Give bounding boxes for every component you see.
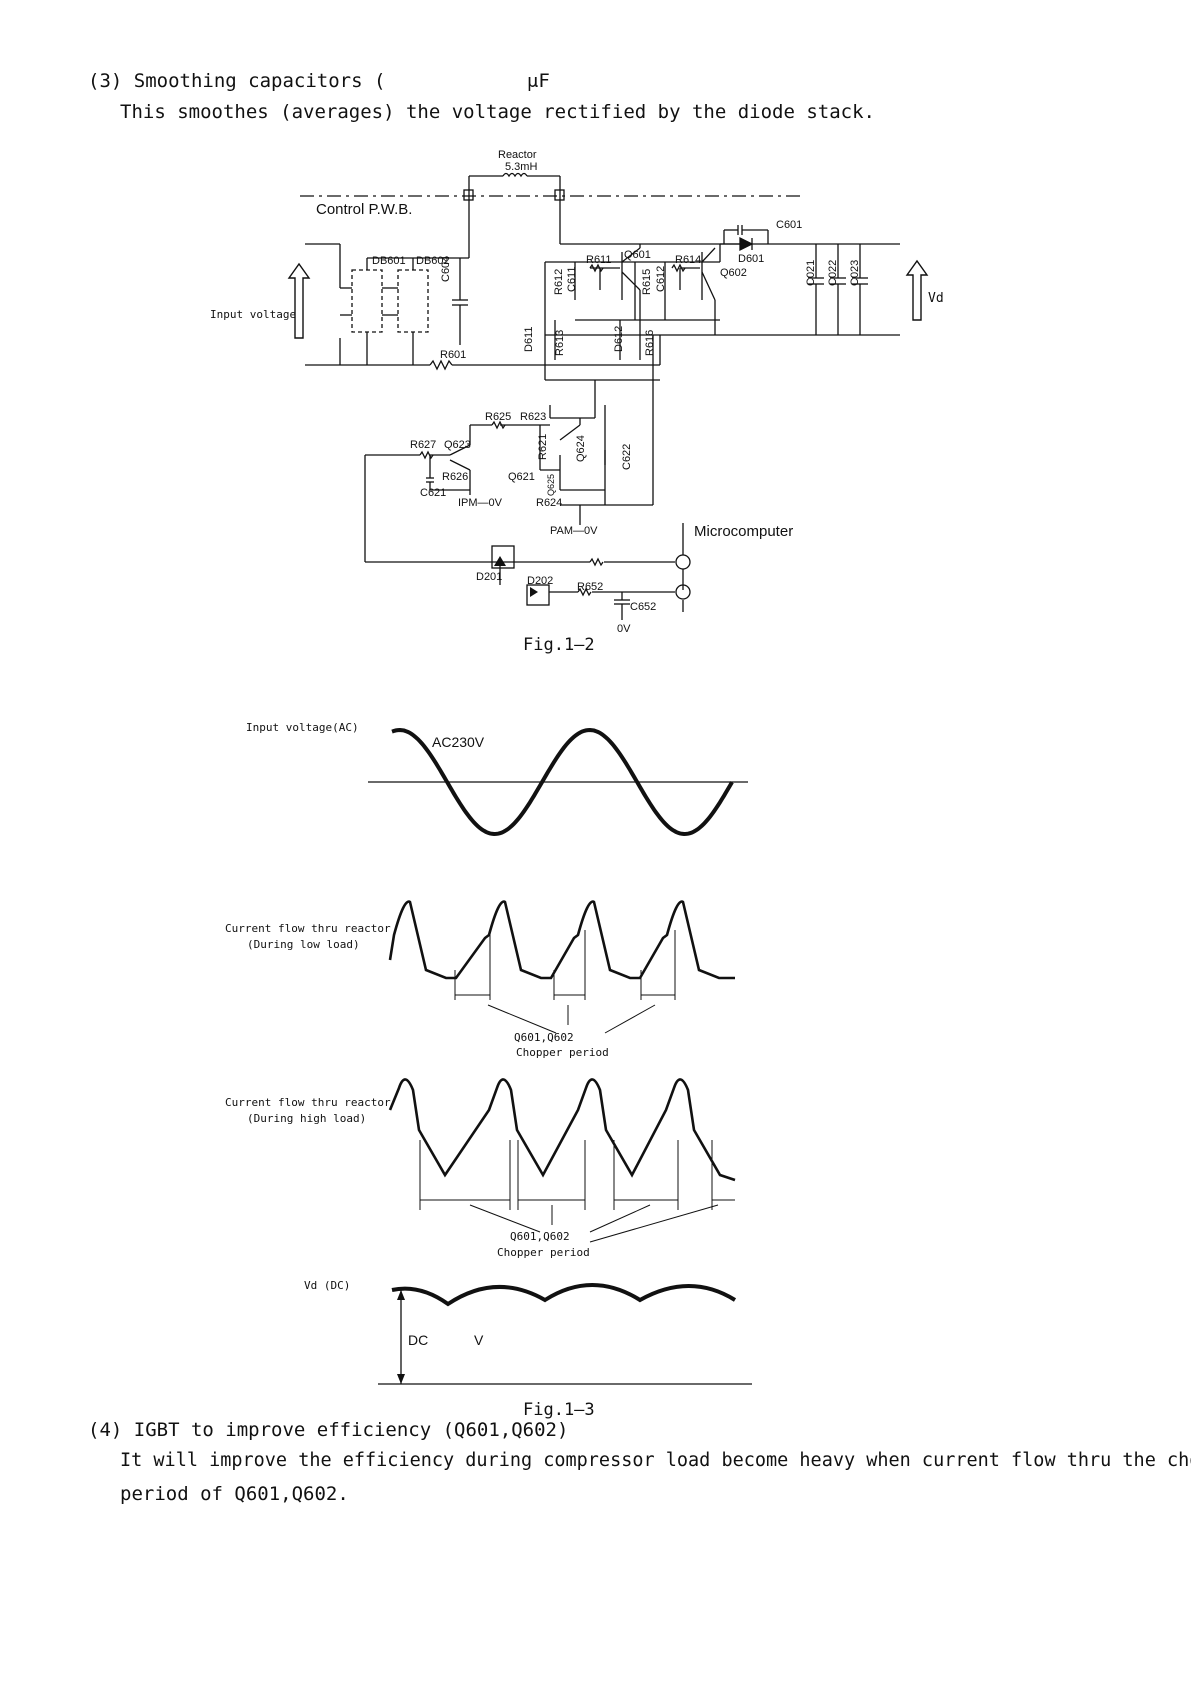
fig-1-3-caption: Fig.1—3 (523, 1400, 595, 1420)
chopper-label-low-2: Chopper period (516, 1046, 609, 1059)
section3-heading: (3) Smoothing capacitors ( μF (88, 70, 550, 92)
r621-label: R621 (537, 434, 549, 460)
c652-label: C652 (630, 601, 656, 613)
dc-prefix-label: DC (408, 1332, 428, 1348)
low-load-current-wave (388, 900, 735, 980)
r611-label: R611 (586, 254, 611, 266)
high-load-label-1: Current flow thru reactor (225, 1096, 391, 1109)
low-load-label-1: Current flow thru reactor (225, 922, 391, 935)
q602-label: Q602 (720, 267, 747, 279)
fig-1-2-caption: Fig.1—2 (523, 635, 595, 655)
r625-label: R625 (485, 411, 511, 423)
dc-unit-label: V (474, 1332, 484, 1348)
reactor-value: 5.3mH (505, 161, 537, 173)
zero-v-label: 0V (617, 623, 631, 635)
microcomputer-label: Microcomputer (694, 523, 793, 540)
c622-label: C622 (621, 444, 633, 470)
input-voltage-arrow-icon (287, 262, 311, 339)
vd-dc-wave (391, 1283, 737, 1307)
d202-label: D202 (527, 575, 553, 587)
r624-label: R624 (536, 497, 562, 509)
ipm-0v-label: IPM—0V (458, 497, 503, 509)
low-load-markers (454, 930, 676, 1034)
control-pwb-label: Control P.W.B. (316, 201, 412, 218)
d612-label: D612 (613, 326, 625, 352)
db602-label: DB602 (416, 255, 450, 267)
c023-label: C023 (849, 260, 861, 286)
q624-label: Q624 (575, 435, 587, 462)
ac230v-label: AC230V (432, 734, 485, 750)
section4-body-line1: It will improve the efficiency during co… (120, 1450, 1191, 1471)
chopper-label-high-1: Q601,Q602 (510, 1230, 570, 1243)
c601-label: C601 (776, 219, 802, 231)
chopper-label-low-1: Q601,Q602 (514, 1031, 574, 1044)
input-voltage-label: Input voltage (210, 308, 296, 321)
chopper-label-high-2: Chopper period (497, 1246, 590, 1259)
low-load-label-2: (During low load) (247, 938, 360, 951)
q623-label: Q623 (444, 439, 471, 451)
vd-dimension-up-arrow (397, 1290, 405, 1300)
d201-label: D201 (476, 571, 502, 583)
high-load-markers (419, 1140, 735, 1243)
vd-dc-label: Vd (DC) (304, 1279, 350, 1292)
r601-label: R601 (440, 349, 466, 361)
d611-label: D611 (523, 327, 535, 352)
db601-label: DB601 (372, 255, 406, 267)
input-voltage-ac-label: Input voltage(AC) (246, 721, 359, 734)
q601-label: Q601 (624, 249, 651, 261)
section3-number: (3) (88, 70, 123, 92)
high-load-label-2: (During high load) (247, 1112, 366, 1125)
section3-body: This smoothes (averages) the voltage rec… (120, 101, 875, 123)
section4-body-line2: period of Q601,Q602. (120, 1483, 349, 1505)
c621-label: C621 (420, 487, 446, 499)
c022-label: C022 (827, 260, 839, 286)
c611-label: C611 (566, 267, 578, 292)
high-load-current-wave (388, 1078, 736, 1182)
ac-sine-wave (391, 727, 734, 837)
pam-0v-label: PAM—0V (550, 525, 598, 537)
c021-label: C021 (805, 260, 817, 286)
vd-arrow-icon (905, 259, 929, 321)
section4-heading: (4) IGBT to improve efficiency (Q601,Q60… (88, 1419, 569, 1441)
c604-label: C604 (440, 256, 452, 282)
reactor-label: Reactor (498, 149, 537, 161)
r616-label: R616 (644, 330, 656, 356)
q621-label: Q621 (508, 471, 535, 483)
section3-unit: μF (526, 70, 550, 92)
r614-label: R614 (675, 254, 701, 266)
r613-label: R613 (554, 330, 566, 356)
r626-label: R626 (442, 471, 468, 483)
r627-label: R627 (410, 439, 436, 451)
c612-label: C612 (655, 266, 667, 292)
r615-label: R615 (641, 269, 653, 295)
r612-label: R612 (553, 269, 565, 295)
vd-label: Vd (928, 291, 944, 306)
section3-title: Smoothing capacitors ( (133, 70, 386, 92)
r652-label: R652 (577, 581, 603, 593)
d601-label: D601 (738, 253, 764, 265)
vd-dimension-down-arrow (397, 1374, 405, 1384)
r623-label: R623 (520, 411, 546, 423)
q625-label: Q625 (546, 474, 556, 496)
